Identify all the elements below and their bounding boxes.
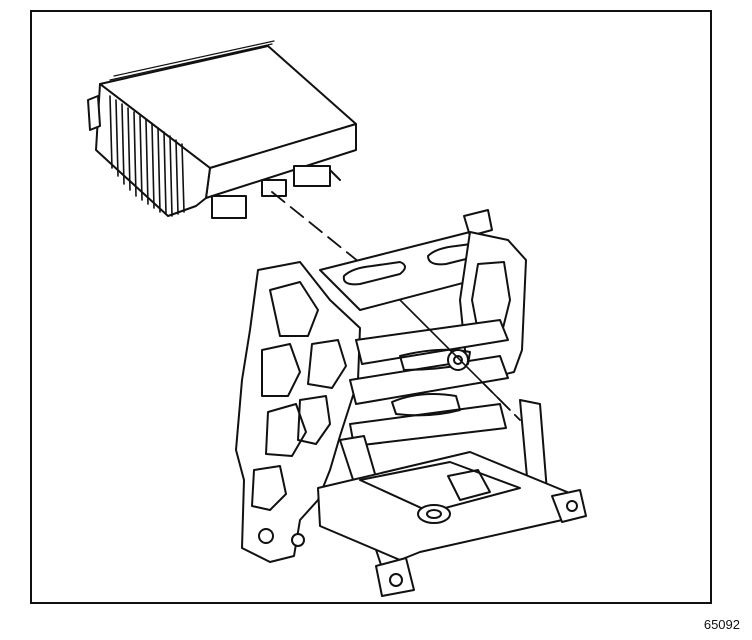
top-rib-lines xyxy=(109,40,275,81)
heat-sink-fins xyxy=(109,95,185,217)
illustration-frame xyxy=(30,10,712,604)
floor-boss xyxy=(417,504,451,524)
connector-left xyxy=(211,195,247,219)
left-plate-cutouts xyxy=(251,281,347,511)
mounting-bracket xyxy=(235,209,587,597)
mount-hole-right xyxy=(566,500,578,512)
connector-right xyxy=(293,165,331,187)
mount-hole-left xyxy=(258,528,274,544)
mount-hole-front xyxy=(389,573,403,587)
control-module xyxy=(87,40,357,219)
grommet xyxy=(447,349,469,371)
figure-code: 65092 xyxy=(703,617,740,632)
mount-hole-left-2 xyxy=(291,533,305,547)
connector-center xyxy=(261,179,287,197)
